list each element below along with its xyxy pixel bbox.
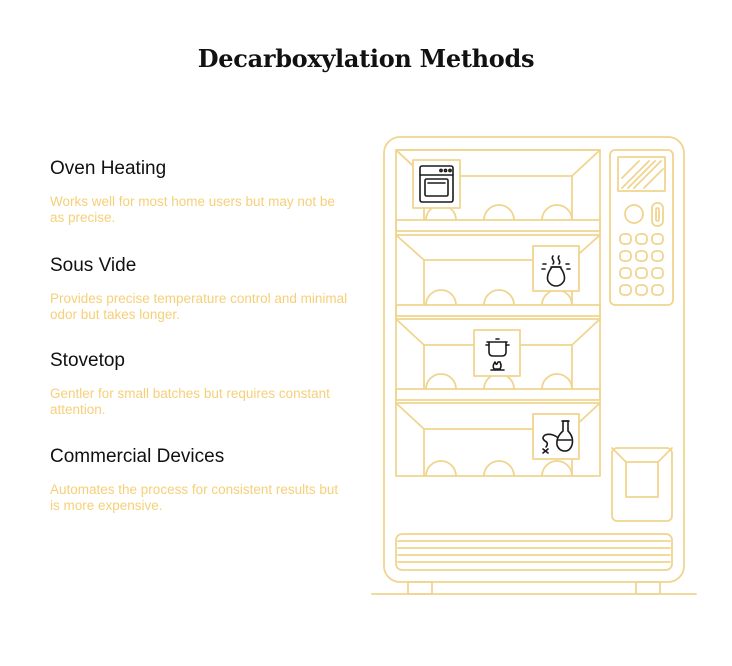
method-commercial-devices: Commercial Devices Automates the process… — [50, 446, 350, 514]
sous-vide-bag-icon — [541, 255, 571, 287]
machine-foot — [635, 581, 661, 595]
method-title: Commercial Devices — [50, 446, 225, 467]
method-sous-vide: Sous Vide Provides precise temperature c… — [50, 255, 350, 323]
method-description: Works well for most home users but may n… — [50, 194, 335, 225]
method-title: Oven Heating — [50, 158, 167, 179]
coin-button — [624, 204, 644, 224]
product-box — [532, 245, 580, 292]
keypad — [619, 233, 664, 296]
method-description: Gentler for small batches but requires c… — [50, 386, 330, 417]
commercial-device-icon — [542, 420, 574, 454]
coin-slot — [651, 202, 664, 227]
bottom-grille — [395, 533, 673, 571]
product-box — [412, 159, 461, 209]
stovetop-pot-icon — [485, 338, 510, 371]
control-panel — [609, 149, 674, 306]
dispenser-door — [611, 447, 673, 522]
method-title: Stovetop — [50, 350, 125, 371]
method-description: Provides precise temperature control and… — [50, 291, 348, 322]
machine-body — [383, 136, 685, 583]
method-description: Automates the process for consistent res… — [50, 482, 339, 513]
method-title: Sous Vide — [50, 255, 137, 276]
machine-foot — [407, 581, 433, 595]
method-oven-heating: Oven Heating Works well for most home us… — [50, 158, 350, 226]
page-title: Decarboxylation Methods — [197, 44, 535, 73]
oven-icon — [419, 165, 454, 203]
method-stovetop: Stovetop Gentler for small batches but r… — [50, 350, 350, 418]
